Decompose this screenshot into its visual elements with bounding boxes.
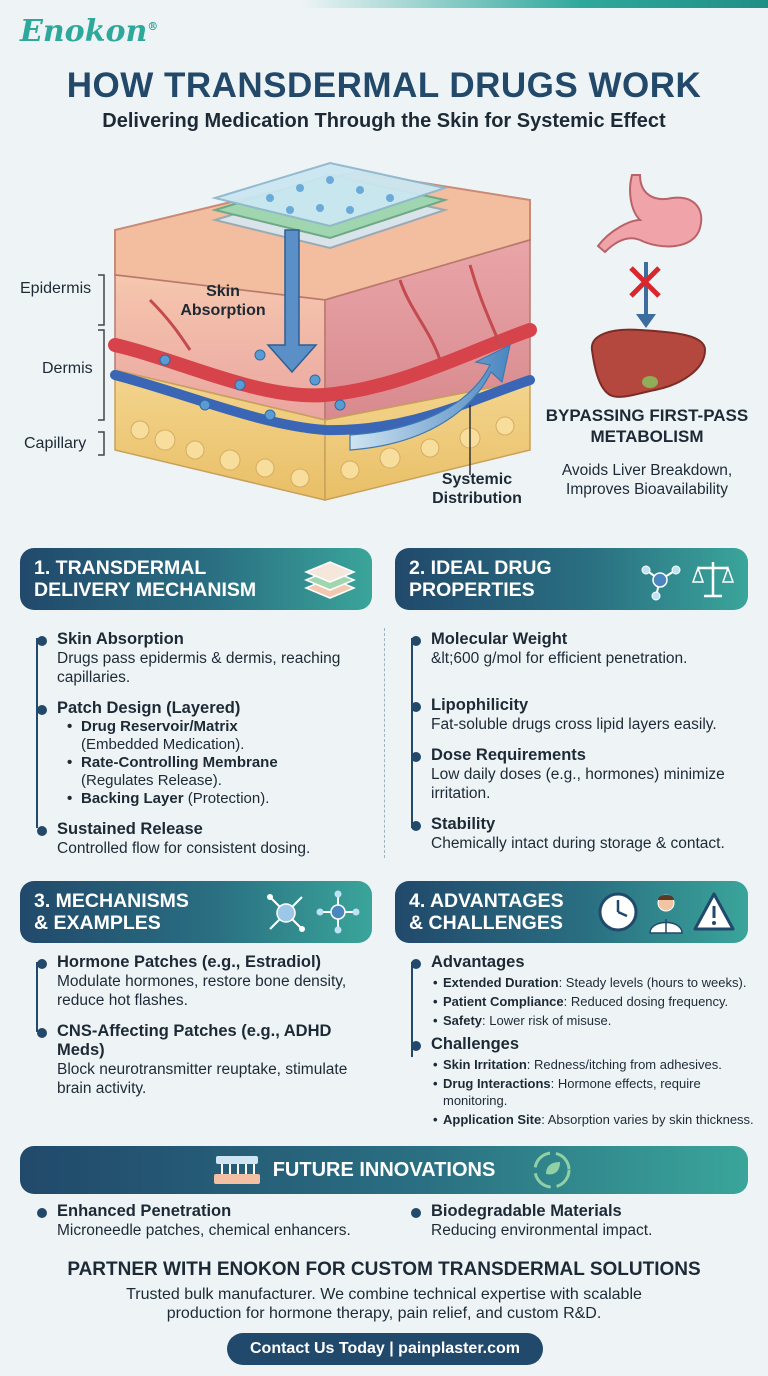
list-item: Enhanced Penetration Microneedle patches…	[35, 1202, 385, 1240]
list-item: Challenges Skin Irritation: Redness/itch…	[409, 1035, 763, 1128]
page-subtitle: Delivering Medication Through the Skin f…	[102, 110, 666, 132]
column-divider	[384, 628, 385, 858]
bypass-text: Avoids Liver Breakdown,Improves Bioavail…	[561, 462, 733, 498]
list-item: Hormone Patches (e.g., Estradiol) Modula…	[35, 953, 380, 1010]
microneedle-patch-icon	[214, 1156, 260, 1184]
brand-logo: Enokon®	[20, 14, 159, 49]
skin-cross-section-graphic	[98, 161, 707, 501]
partner-headline: PARTNER WITH ENOKON FOR CUSTOM TRANSDERM…	[67, 1259, 701, 1280]
future-item-left: Enhanced Penetration Microneedle patches…	[35, 1202, 385, 1252]
clock-icon	[598, 892, 638, 932]
list-item: Stability Chemically intact during stora…	[409, 815, 759, 853]
molecule-icon	[641, 565, 681, 601]
future-item-right: Biodegradable Materials Reducing environ…	[409, 1202, 759, 1252]
list-item: Biodegradable Materials Reducing environ…	[409, 1202, 759, 1240]
partner-description: Trusted bulk manufacturer. We combine te…	[126, 1286, 642, 1322]
doctor-icon	[649, 894, 683, 934]
list-item: Advantages Extended Duration: Steady lev…	[409, 953, 763, 1029]
list-item: Sustained Release Controlled flow for co…	[35, 820, 375, 858]
receptor-icon	[267, 894, 305, 932]
balance-scale-icon	[691, 562, 735, 598]
recycle-leaf-icon	[533, 1151, 571, 1189]
list-item: CNS-Affecting Patches (e.g., ADHD Meds) …	[35, 1022, 380, 1098]
section-1-content: Skin Absorption Drugs pass epidermis & d…	[35, 630, 375, 870]
dermis-label: Dermis	[42, 360, 93, 377]
list-item: Dose Requirements Low daily doses (e.g.,…	[409, 746, 759, 803]
epidermis-label: Epidermis	[20, 280, 92, 297]
network-molecule-icon	[316, 890, 360, 934]
top-accent-bar	[300, 0, 768, 8]
page-title: HOW TRANSDERMAL DRUGS WORK	[66, 66, 702, 105]
section-2-timeline	[411, 638, 413, 828]
warning-icon	[693, 892, 735, 931]
list-item: Lipophilicity Fat-soluble drugs cross li…	[409, 696, 759, 734]
capillary-label: Capillary	[24, 435, 87, 452]
list-item: Molecular Weight &lt;600 g/mol for effic…	[409, 630, 759, 668]
contact-button[interactable]: Contact Us Today | painplaster.com	[227, 1333, 543, 1365]
future-innovations-header: FUTURE INNOVATIONS	[20, 1146, 748, 1194]
patch-layers-icon	[304, 561, 356, 599]
section-4-header: 4. ADVANTAGES& CHALLENGES	[395, 881, 748, 943]
section-4-content: Advantages Extended Duration: Steady lev…	[409, 953, 763, 1140]
section-1-timeline	[36, 638, 38, 828]
section-3-timeline	[36, 962, 38, 1032]
list-item: Skin Absorption Drugs pass epidermis & d…	[35, 630, 375, 687]
section-4-timeline	[411, 962, 413, 1057]
section-2-content: Molecular Weight &lt;600 g/mol for effic…	[409, 630, 759, 865]
section-3-header: 3. MECHANISMS& EXAMPLES	[20, 881, 372, 943]
list-item: Patch Design (Layered) Drug Reservoir/Ma…	[35, 699, 375, 808]
section-3-content: Hormone Patches (e.g., Estradiol) Modula…	[35, 953, 380, 1110]
